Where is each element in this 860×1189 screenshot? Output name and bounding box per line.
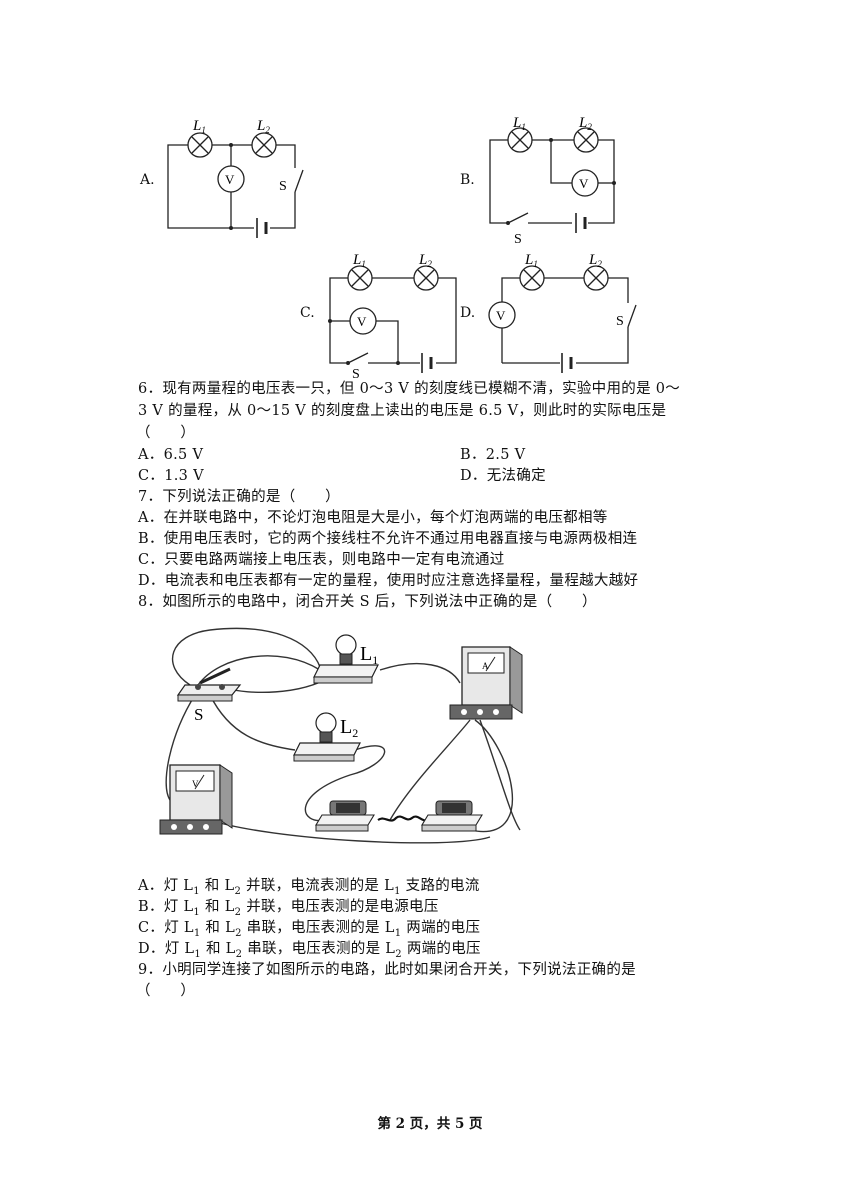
circuit-c-label: C.: [300, 305, 315, 321]
q8-stem: 8．如图所示的电路中，闭合开关 S 后，下列说法中正确的是（ ）: [138, 594, 597, 610]
circuit-d-l1: L1: [524, 252, 538, 269]
circuit-d-voltmeter-v: V: [496, 308, 506, 323]
circuit-d-switch-s: S: [616, 314, 624, 329]
q6-option-a: A．6.5 V: [138, 447, 204, 463]
q6-option-d: D．无法确定: [460, 468, 546, 484]
switch-s-icon: [176, 667, 242, 702]
circuit-a-voltmeter-v: V: [225, 172, 235, 187]
battery-left-icon: [315, 800, 375, 832]
circuit-a-switch-s: S: [279, 179, 287, 194]
battery-right-icon: [421, 800, 483, 832]
q7-option-a: A．在并联电路中，不论灯泡电阻是大是小，每个灯泡两端的电压都相等: [138, 510, 608, 526]
lamp-l1-icon: [313, 634, 379, 684]
circuit-a-l2: L2: [256, 118, 270, 135]
q8-switch-label: S: [194, 705, 203, 724]
circuit-a-diagram: L1 L2 V S: [167, 118, 304, 238]
circuit-d-l2: L2: [588, 252, 602, 269]
q9-line1: 9．小明同学连接了如图所示的电路，此时如果闭合开关，下列说法正确的是: [138, 962, 636, 978]
circuit-b-switch-s: S: [514, 232, 522, 247]
q9-line2: （ ）: [136, 983, 196, 999]
circuit-c-l2: L2: [418, 252, 432, 269]
circuit-b-voltmeter-v: V: [579, 176, 589, 191]
lamp-l2-icon: [293, 712, 361, 762]
q8-option-d: D．灯 L1 和 L2 串联，电压表测的是 L2 两端的电压: [138, 941, 481, 960]
q8-lamp-l1-label: L1: [360, 643, 378, 667]
circuit-d-diagram: L1 L2 V S: [488, 252, 637, 373]
circuit-b-l2: L2: [578, 115, 592, 132]
q6-option-b: B．2.5 V: [460, 447, 526, 463]
q7-option-d: D．电流表和电压表都有一定的量程，使用时应注意选择量程，量程越大越好: [138, 573, 639, 589]
q8-circuit-figure: S L1 L2 A V: [159, 627, 523, 844]
q8-option-b: B．灯 L1 和 L2 并联，电压表测的是电源电压: [138, 899, 439, 918]
q6-line2: 3 V 的量程，从 0～15 V 的刻度盘上读出的电压是 6.5 V，则此时的实…: [138, 403, 667, 419]
q7-option-c: C．只要电路两端接上电压表，则电路中一定有电流通过: [138, 552, 505, 568]
q6-line3: （ ）: [136, 425, 196, 441]
circuit-c-switch-s: S: [352, 367, 360, 380]
circuit-c-voltmeter-v: V: [357, 314, 367, 329]
q7-stem: 7．下列说法正确的是（ ）: [138, 489, 340, 505]
ammeter-icon: [449, 646, 523, 720]
voltmeter-icon: [159, 764, 233, 835]
q6-line1: 6．现有两量程的电压表一只，但 0～3 V 的刻度线已模糊不清，实验中用的是 0…: [138, 381, 681, 397]
q6-option-c: C．1.3 V: [138, 468, 204, 484]
circuit-c-l1: L1: [352, 252, 366, 269]
q8-option-c: C．灯 L1 和 L2 串联，电压表测的是 L1 两端的电压: [138, 920, 481, 939]
circuit-b-diagram: L1 L2 V S: [489, 115, 616, 247]
q8-voltmeter-label: V: [192, 779, 199, 789]
circuit-a-l1: L1: [192, 118, 206, 135]
circuit-d-label: D.: [460, 305, 476, 321]
page-number-footer: 第 2 页，共 5 页: [377, 1116, 483, 1132]
circuit-b-label: B.: [460, 172, 475, 188]
q8-lamp-l2-label: L2: [340, 716, 358, 740]
q8-ammeter-label: A: [482, 661, 489, 671]
circuit-c-diagram: L1 L2 V S: [328, 252, 457, 380]
q7-option-b: B．使用电压表时，它的两个接线柱不允许不通过用电器直接与电源两极相连: [138, 531, 638, 547]
circuit-a-label: A.: [140, 172, 155, 188]
circuit-b-l1: L1: [512, 115, 526, 132]
q8-option-a: A．灯 L1 和 L2 并联，电流表测的是 L1 支路的电流: [138, 878, 480, 897]
